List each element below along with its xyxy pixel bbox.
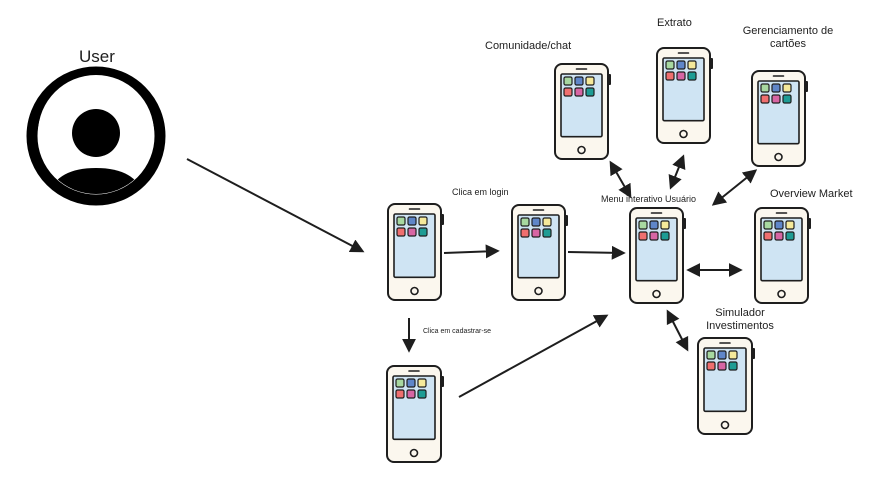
app-icon	[760, 94, 770, 104]
phone-home-button	[777, 289, 786, 299]
app-icon	[728, 361, 738, 371]
smartphone-icon	[751, 70, 808, 167]
app-icon	[782, 83, 792, 93]
app-icon	[531, 217, 541, 227]
arrow-menu-comunidade	[609, 160, 632, 199]
app-icon	[406, 378, 416, 388]
app-icon	[763, 231, 773, 241]
smartphone-icon	[386, 365, 444, 463]
smartphone-icon	[754, 207, 811, 304]
smartphone-icon	[387, 203, 444, 301]
label-clica-em-login: Clica em login	[452, 187, 509, 197]
app-icon	[665, 60, 675, 70]
label-comunidade-chat: Comunidade/chat	[485, 40, 572, 52]
smartphone-icon	[511, 204, 568, 301]
app-icon	[785, 231, 795, 241]
label-menu-interativo: Menu interativo Usuário	[601, 194, 697, 204]
app-icon	[774, 231, 784, 241]
app-icon	[396, 216, 406, 226]
phone-home-button	[679, 129, 688, 139]
app-icon	[774, 220, 784, 230]
smartphone-icon	[554, 63, 611, 160]
phone-home-button	[534, 286, 543, 296]
label-simulador-investimentos: Simulador Investimentos	[706, 307, 774, 333]
app-icon	[417, 389, 427, 399]
label-overview-market: Overview Market	[770, 188, 853, 200]
app-icon	[687, 60, 697, 70]
app-icon	[763, 220, 773, 230]
arrow-user-to-start	[186, 158, 365, 253]
app-icon	[585, 76, 595, 86]
app-icon	[418, 227, 428, 237]
app-icon	[706, 361, 716, 371]
app-icon	[728, 350, 738, 360]
app-icon	[563, 87, 573, 97]
app-icon	[418, 216, 428, 226]
app-icon	[649, 220, 659, 230]
app-icon	[406, 389, 416, 399]
app-icon	[649, 231, 659, 241]
arrows-layer	[186, 154, 758, 398]
app-icon	[638, 220, 648, 230]
app-icon	[520, 228, 530, 238]
app-icon	[395, 389, 405, 399]
phones-layer	[386, 47, 811, 463]
app-icon	[760, 83, 770, 93]
app-icon	[531, 228, 541, 238]
app-icon	[638, 231, 648, 241]
app-icon	[563, 76, 573, 86]
label-clica-em-cadastrar: Clica em cadastrar-se	[423, 328, 492, 335]
app-icon	[407, 216, 417, 226]
app-icon	[395, 378, 405, 388]
app-icon	[771, 83, 781, 93]
phone-home-button	[652, 289, 661, 299]
label-gerenciamento-cartoes: Gerenciamento de cartões	[742, 25, 834, 51]
app-icon	[542, 228, 552, 238]
smartphone-icon	[629, 207, 686, 304]
phone-home-button	[409, 448, 419, 458]
app-icon	[660, 220, 670, 230]
phone-home-button	[410, 286, 419, 296]
app-icon	[676, 71, 686, 81]
app-icon	[574, 76, 584, 86]
smartphone-icon	[656, 47, 713, 144]
phone-home-button	[577, 145, 586, 155]
app-icon	[585, 87, 595, 97]
app-icon	[407, 227, 417, 237]
smartphone-icon	[697, 337, 755, 435]
app-icon	[396, 227, 406, 237]
arrow-start-to-login	[443, 244, 500, 259]
app-icon	[665, 71, 675, 81]
user-avatar-icon	[26, 66, 166, 206]
app-icon	[782, 94, 792, 104]
app-icon	[771, 94, 781, 104]
app-icon	[660, 231, 670, 241]
app-icon	[520, 217, 530, 227]
arrow-menu-extrato	[668, 154, 686, 190]
arrow-menu-simulador	[666, 309, 689, 352]
app-icon	[717, 361, 727, 371]
app-icon	[687, 71, 697, 81]
app-icon	[542, 217, 552, 227]
app-icon	[676, 60, 686, 70]
app-icon	[785, 220, 795, 230]
arrow-menu-gerenciamento	[711, 169, 758, 206]
app-icon	[417, 378, 427, 388]
app-icon	[717, 350, 727, 360]
user-label: User	[79, 47, 115, 66]
phone-home-button	[774, 152, 783, 162]
label-extrato: Extrato	[657, 17, 692, 29]
app-icon	[574, 87, 584, 97]
phone-home-button	[720, 420, 730, 430]
arrow-cadastro-to-menu	[458, 314, 609, 398]
app-icon	[706, 350, 716, 360]
arrow-login-to-menu	[567, 245, 626, 260]
